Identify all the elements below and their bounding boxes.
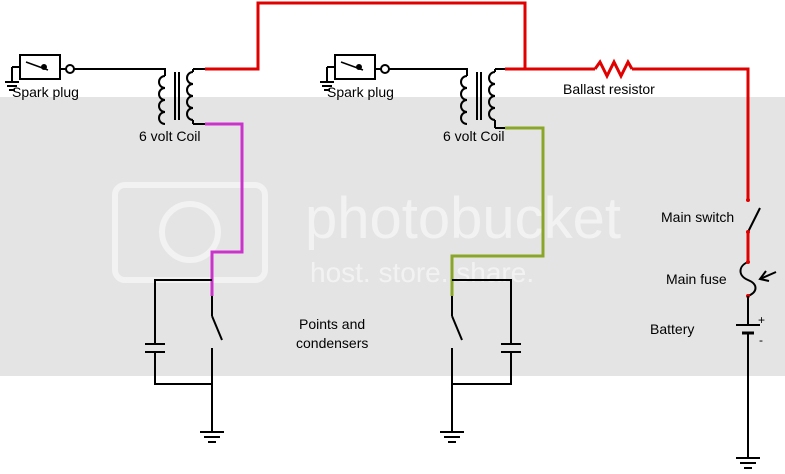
- points-label-line1: Points and: [299, 316, 365, 332]
- main-switch-label: Main switch: [661, 209, 734, 225]
- main-fuse-icon: [739, 260, 777, 298]
- main-fuse-label: Main fuse: [666, 271, 727, 287]
- left-points-wire: [205, 122, 244, 296]
- background-band: [0, 97, 785, 376]
- right-ht-lead: [389, 68, 468, 76]
- left-coil-label: 6 volt Coil: [139, 128, 200, 144]
- battery-label: Battery: [650, 321, 694, 337]
- right-spark-plug-label: Spark plug: [327, 84, 394, 100]
- points-label-line2: condensers: [296, 335, 368, 351]
- watermark-tagline: host. store. share.: [310, 257, 534, 288]
- svg-text:+: +: [758, 313, 765, 327]
- ballast-resistor-label: Ballast resistor: [563, 81, 655, 97]
- watermark: photobucket host. store. share.: [112, 182, 621, 288]
- ballast-resistor-icon: [593, 58, 634, 80]
- watermark-title: photobucket: [305, 186, 621, 251]
- left-spark-plug-label: Spark plug: [12, 84, 79, 100]
- left-points-condenser-icon: [145, 279, 224, 443]
- supply-wire: [205, 1, 750, 262]
- battery-ground-icon: [736, 457, 760, 469]
- right-points-condenser-icon: [440, 279, 521, 443]
- watermark-lens-icon: [159, 201, 221, 263]
- right-points-wire: [450, 126, 545, 296]
- main-switch-icon: [746, 198, 761, 234]
- battery-icon: + -: [736, 296, 765, 458]
- svg-text:-: -: [759, 333, 763, 347]
- left-spark-plug-icon: [5, 54, 75, 91]
- right-coil-label: 6 volt Coil: [443, 128, 504, 144]
- right-coil-icon: [460, 68, 505, 129]
- left-coil-icon: [158, 68, 205, 125]
- left-ht-lead: [74, 68, 166, 76]
